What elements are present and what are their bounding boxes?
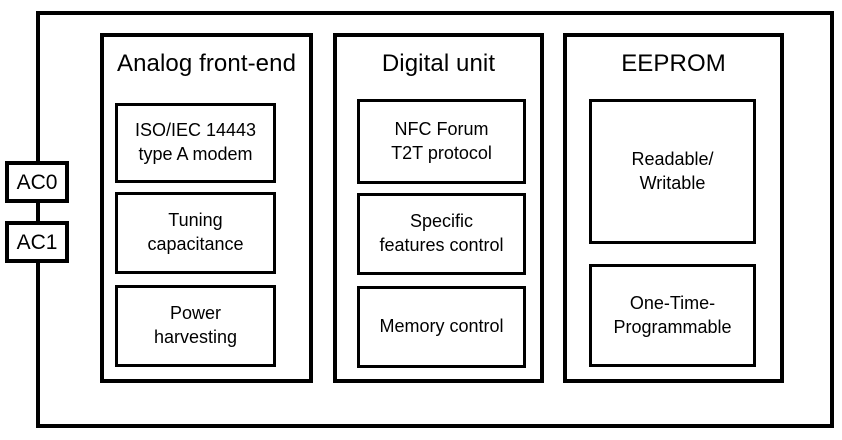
block-label-line2: Writable <box>639 172 706 193</box>
block-label-line1: Tuning <box>168 210 223 231</box>
block-memory-control-label: Memory control <box>379 316 504 337</box>
chip-boundary-left-edge <box>36 11 40 428</box>
block-label-line2: T2T protocol <box>391 142 492 163</box>
block-iso-iec-14443-type-a-modem[interactable]: ISO/IEC 14443 type A modem <box>115 103 276 183</box>
block-one-time-programmable-memory-label: One-Time- Programmable <box>613 292 731 340</box>
chip-boundary-right-edge <box>830 11 834 428</box>
antenna-pad-ac1[interactable]: AC1 <box>5 221 69 263</box>
block-power-harvesting[interactable]: Power harvesting <box>115 285 276 367</box>
section-eeprom[interactable]: EEPROM Readable/ Writable One-Time- Prog… <box>563 33 784 383</box>
block-tuning-capacitance[interactable]: Tuning capacitance <box>115 192 276 274</box>
block-label-line1: Specific <box>409 211 473 232</box>
block-nfc-forum-t2t-protocol[interactable]: NFC Forum T2T protocol <box>357 99 526 184</box>
block-specific-features-control[interactable]: Specific features control <box>357 193 526 275</box>
block-power-harvesting-label: Power harvesting <box>154 302 237 350</box>
section-digital-unit[interactable]: Digital unit NFC Forum T2T protocol Spec… <box>333 33 544 383</box>
block-label-line2: type A modem <box>138 144 253 164</box>
block-label-line1: ISO/IEC 14443 <box>134 120 257 141</box>
block-memory-control[interactable]: Memory control <box>357 286 526 368</box>
block-label-line2: harvesting <box>153 327 238 347</box>
block-label-line1: Power <box>169 303 222 324</box>
section-analog-front-end[interactable]: Analog front-end ISO/IEC 14443 type A mo… <box>100 33 313 383</box>
section-digital-unit-title: Digital unit <box>381 50 496 77</box>
antenna-pad-ac0-label: AC0 <box>16 170 58 194</box>
block-label-line2: capacitance <box>147 234 244 254</box>
block-specific-features-control-label: Specific features control <box>379 210 503 258</box>
antenna-pad-ac1-label: AC1 <box>16 230 58 254</box>
block-tuning-capacitance-label: Tuning capacitance <box>147 209 243 257</box>
section-eeprom-title: EEPROM <box>621 50 726 77</box>
block-one-time-programmable-memory[interactable]: One-Time- Programmable <box>589 264 756 367</box>
block-label-line1: One-Time- <box>629 292 716 313</box>
antenna-pad-ac0[interactable]: AC0 <box>5 161 69 203</box>
block-readable-writable-memory[interactable]: Readable/ Writable <box>589 99 756 244</box>
section-analog-front-end-title: Analog front-end <box>116 50 297 77</box>
block-label-line1: NFC Forum <box>394 118 489 139</box>
block-label-line2: features control <box>379 235 504 255</box>
chip-boundary-top-edge <box>36 11 834 15</box>
block-iso-iec-14443-type-a-modem-label: ISO/IEC 14443 type A modem <box>135 119 256 167</box>
block-nfc-forum-t2t-protocol-label: NFC Forum T2T protocol <box>391 118 492 166</box>
block-readable-writable-memory-label: Readable/ Writable <box>631 148 713 196</box>
chip-boundary-bottom-edge <box>36 424 834 428</box>
block-label-line1: Readable/ <box>631 148 714 169</box>
block-label-line2: Programmable <box>613 316 732 337</box>
